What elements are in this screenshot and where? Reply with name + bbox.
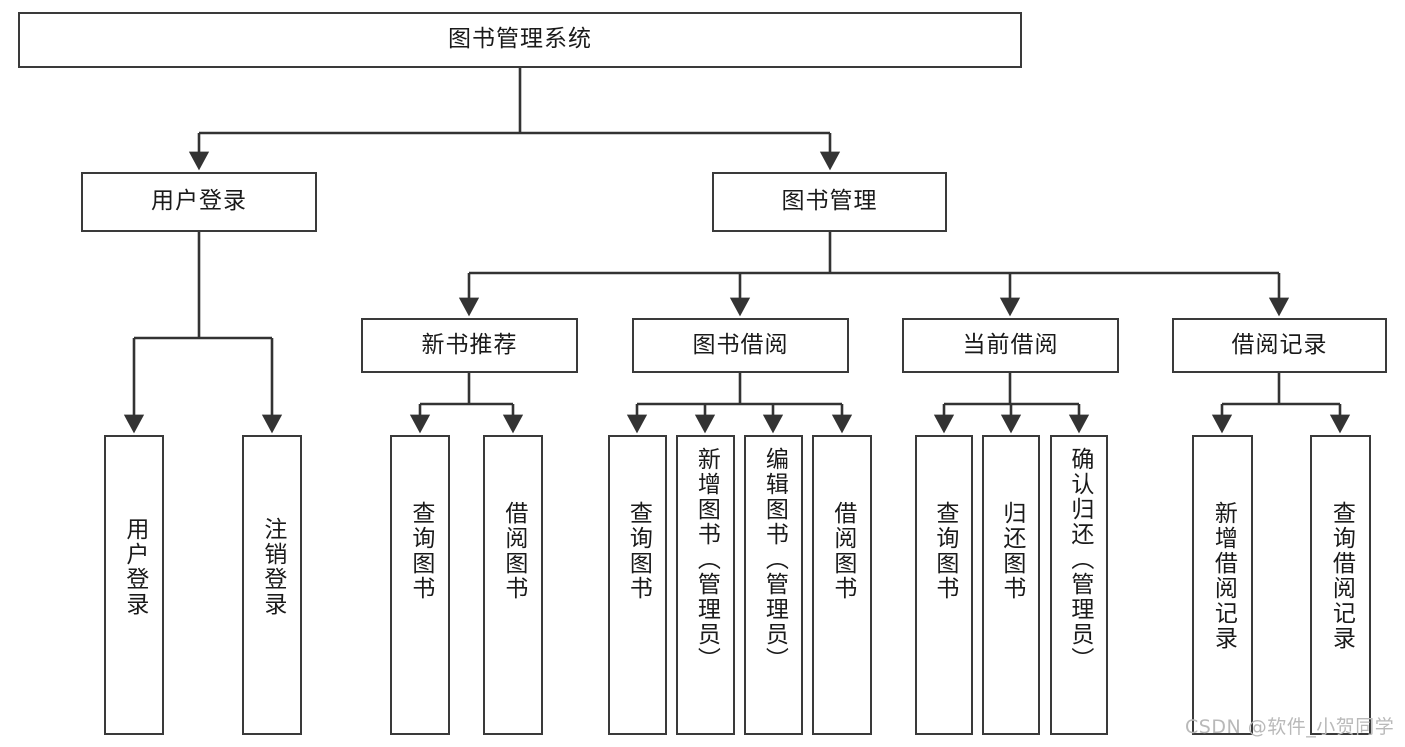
- node-label: 确认归还（管理员）: [1066, 447, 1093, 672]
- node-label: 借阅图书: [829, 501, 856, 601]
- node-label: 查询图书: [931, 501, 958, 601]
- node-label: 查询借阅记录: [1328, 501, 1355, 651]
- leaf-logout[interactable]: 注销登录: [242, 435, 302, 735]
- node-label: 注销登录: [259, 517, 286, 617]
- node-label: 查询图书: [407, 501, 434, 601]
- node-label: 新增借阅记录: [1210, 501, 1237, 651]
- node-label: 用户登录: [121, 517, 148, 617]
- node-label: 查询图书: [625, 501, 652, 601]
- node-label: 归还图书: [998, 501, 1025, 601]
- node-label: 借阅图书: [500, 501, 527, 601]
- watermark: CSDN @软件_小贺同学: [1185, 716, 1395, 738]
- node-borrow-record[interactable]: 借阅记录: [1172, 318, 1387, 373]
- leaf-query-book-recommend[interactable]: 查询图书: [390, 435, 450, 735]
- leaf-query-book-borrow[interactable]: 查询图书: [608, 435, 667, 735]
- node-label: 图书管理系统: [448, 26, 592, 53]
- node-book-management[interactable]: 图书管理: [712, 172, 947, 232]
- node-user-login[interactable]: 用户登录: [81, 172, 317, 232]
- node-label: 编辑图书（管理员）: [761, 447, 788, 672]
- leaf-user-login[interactable]: 用户登录: [104, 435, 164, 735]
- node-label: 当前借阅: [962, 331, 1059, 358]
- leaf-query-book-current[interactable]: 查询图书: [915, 435, 973, 735]
- leaf-add-borrow-record[interactable]: 新增借阅记录: [1192, 435, 1253, 735]
- leaf-borrow-book-recommend[interactable]: 借阅图书: [483, 435, 543, 735]
- leaf-query-borrow-record[interactable]: 查询借阅记录: [1310, 435, 1371, 735]
- node-label: 借阅记录: [1231, 331, 1328, 358]
- node-label: 图书借阅: [692, 331, 789, 358]
- leaf-edit-book-admin[interactable]: 编辑图书（管理员）: [744, 435, 803, 735]
- node-label: 用户登录: [151, 188, 247, 215]
- node-new-book-recommend[interactable]: 新书推荐: [361, 318, 578, 373]
- node-label: 图书管理: [781, 188, 878, 215]
- leaf-add-book-admin[interactable]: 新增图书（管理员）: [676, 435, 735, 735]
- node-root[interactable]: 图书管理系统: [18, 12, 1022, 68]
- leaf-borrow-book[interactable]: 借阅图书: [812, 435, 872, 735]
- node-label: 新增图书（管理员）: [693, 447, 720, 672]
- node-current-borrow[interactable]: 当前借阅: [902, 318, 1119, 373]
- node-book-borrow[interactable]: 图书借阅: [632, 318, 849, 373]
- leaf-return-book[interactable]: 归还图书: [982, 435, 1040, 735]
- leaf-confirm-return-admin[interactable]: 确认归还（管理员）: [1050, 435, 1108, 735]
- node-label: 新书推荐: [421, 331, 518, 358]
